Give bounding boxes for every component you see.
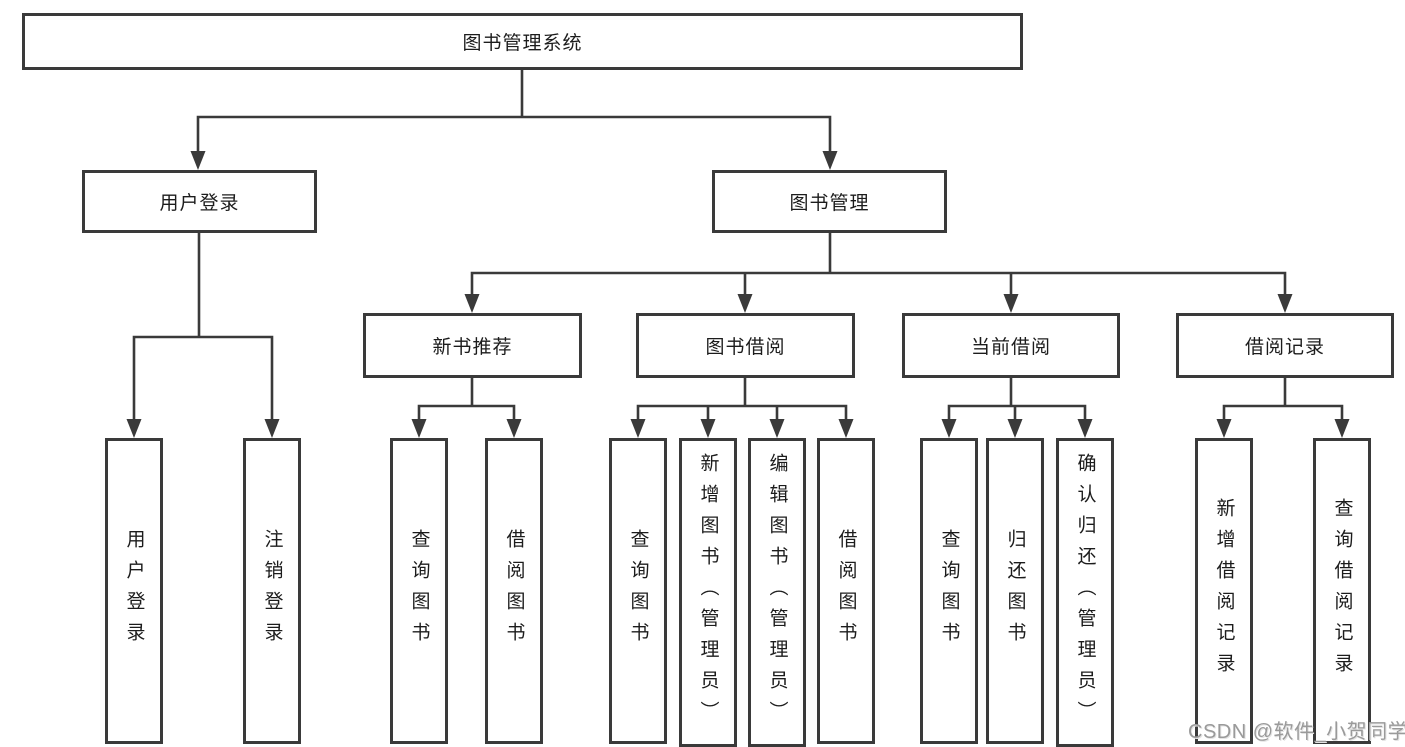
leaf-label: 新增借阅记录: [1213, 498, 1235, 684]
leaf-label: 借阅图书: [503, 529, 525, 653]
leaf-label: 查询借阅记录: [1331, 498, 1353, 684]
node-label: 当前借阅: [970, 337, 1051, 358]
leaf-label: 查询图书: [408, 529, 430, 653]
leaf-borrow-books: 借阅图书: [485, 438, 543, 744]
node-current-borrow: 当前借阅: [902, 313, 1120, 378]
leaf-label: 借阅图书: [835, 529, 857, 653]
leaf-confirm-return-admin: 确认归还（管理员）: [1056, 438, 1114, 747]
leaf-label: 归还图书: [1004, 529, 1026, 653]
leaf-borrow-books: 借阅图书: [817, 438, 875, 744]
leaf-query-books: 查询图书: [609, 438, 667, 744]
leaf-label: 查询图书: [627, 529, 649, 653]
leaf-user-login: 用户登录: [105, 438, 163, 744]
leaf-label: 编辑图书（管理员）: [766, 453, 788, 732]
leaf-query-books: 查询图书: [390, 438, 448, 744]
leaf-query-books: 查询图书: [920, 438, 978, 744]
node-new-book-recommend: 新书推荐: [363, 313, 582, 378]
leaf-label: 用户登录: [123, 529, 145, 653]
node-label: 新书推荐: [432, 337, 513, 358]
node-label: 图书借阅: [705, 337, 786, 358]
leaf-add-borrow-record: 新增借阅记录: [1195, 438, 1253, 744]
node-label: 图书管理系统: [462, 33, 583, 54]
node-user-login: 用户登录: [82, 170, 317, 233]
node-label: 用户登录: [159, 193, 240, 214]
leaf-label: 确认归还（管理员）: [1074, 453, 1096, 732]
leaf-return-books: 归还图书: [986, 438, 1044, 744]
leaf-label: 新增图书（管理员）: [697, 453, 719, 732]
node-label: 图书管理: [789, 193, 870, 214]
leaf-query-borrow-record: 查询借阅记录: [1313, 438, 1371, 744]
node-label: 借阅记录: [1244, 337, 1325, 358]
node-library-system: 图书管理系统: [22, 13, 1023, 70]
node-book-borrow: 图书借阅: [636, 313, 855, 378]
node-book-management: 图书管理: [712, 170, 947, 233]
leaf-label: 注销登录: [261, 529, 283, 653]
leaf-label: 查询图书: [938, 529, 960, 653]
csdn-watermark: CSDN @软件_小贺同学: [1188, 721, 1405, 743]
tree-edges: [132, 70, 1344, 434]
leaf-logout: 注销登录: [243, 438, 301, 744]
arrow-down-icons: [126, 151, 1350, 438]
leaf-add-books-admin: 新增图书（管理员）: [679, 438, 737, 747]
leaf-edit-books-admin: 编辑图书（管理员）: [748, 438, 806, 747]
node-borrow-record: 借阅记录: [1176, 313, 1394, 378]
